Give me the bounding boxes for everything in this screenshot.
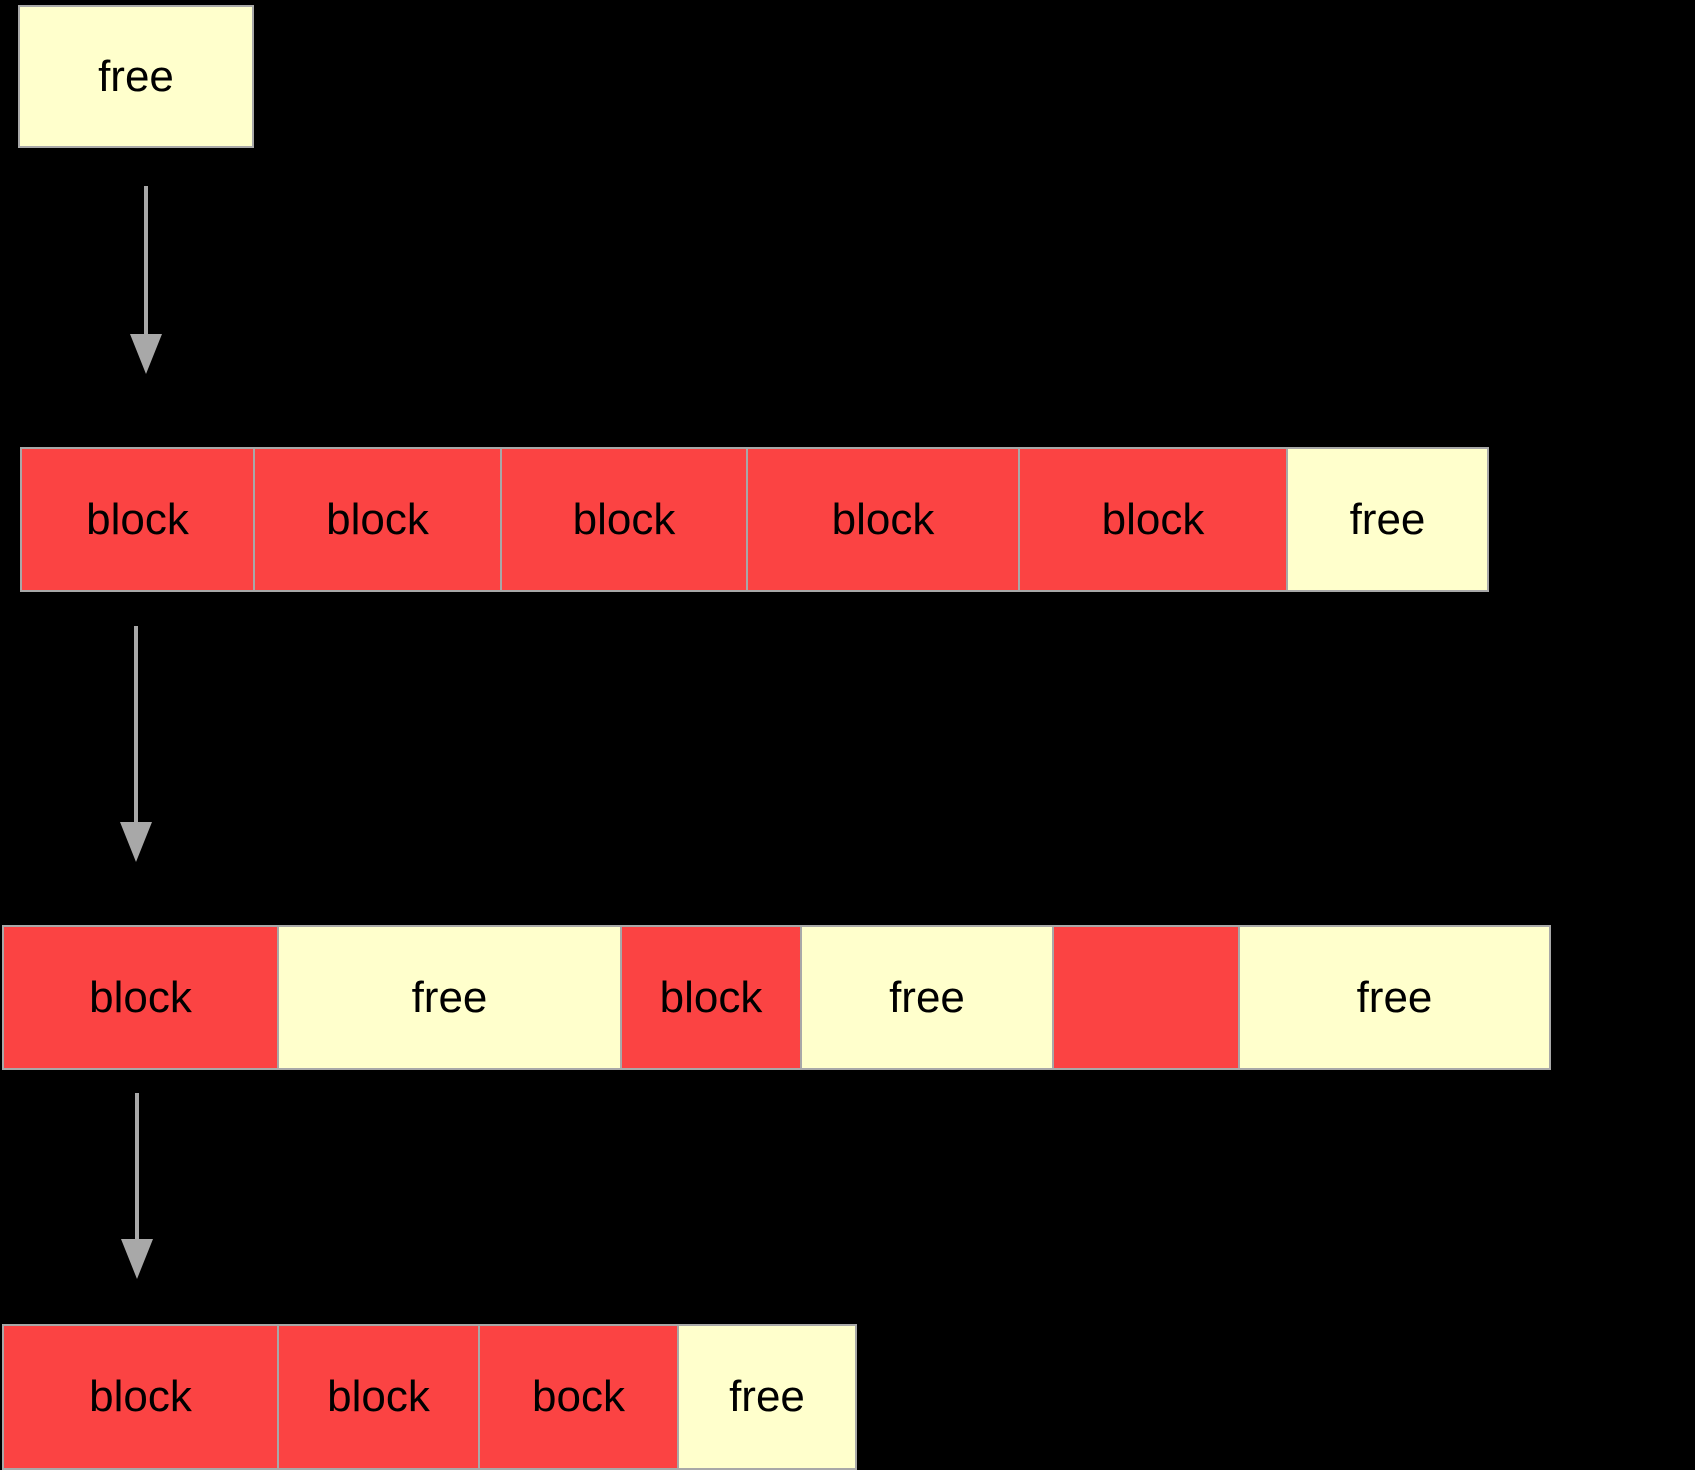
memory-cell-free[interactable]: free <box>18 5 254 148</box>
memory-cell-block[interactable]: block <box>746 447 1020 592</box>
cell-label: block <box>831 494 935 544</box>
cell-label: block <box>89 972 192 1022</box>
cell-label: bock <box>532 1372 625 1421</box>
arrow-1-line <box>144 186 148 338</box>
arrow-2-head <box>120 822 152 862</box>
arrow-1 <box>128 186 164 374</box>
cell-label: free <box>729 1372 805 1421</box>
memory-cell-block[interactable]: block <box>20 447 255 592</box>
cell-label: block <box>326 494 429 544</box>
memory-cell-block[interactable]: block <box>2 1324 279 1470</box>
arrow-2-line <box>134 626 138 826</box>
memory-cell-block[interactable]: block <box>620 925 802 1070</box>
memory-cell-block[interactable]: block <box>500 447 748 592</box>
arrow-1-head <box>130 334 162 374</box>
cell-label: free <box>1349 494 1426 544</box>
memory-cell-block[interactable]: block <box>277 1324 480 1470</box>
memory-cell-block[interactable]: block <box>253 447 502 592</box>
cell-label: block <box>327 1372 430 1421</box>
memory-row-3: block free block free free <box>2 925 1551 1070</box>
cell-label: free <box>889 972 965 1022</box>
cell-label: block <box>659 972 763 1022</box>
memory-cell-block-unlabeled[interactable] <box>1052 925 1240 1070</box>
cell-label: block <box>572 494 676 544</box>
arrow-3-head <box>121 1239 153 1279</box>
cell-label: free <box>1356 972 1433 1022</box>
memory-cell-free[interactable]: free <box>1238 925 1551 1070</box>
memory-cell-free[interactable]: free <box>677 1324 857 1470</box>
memory-cell-free[interactable]: free <box>800 925 1054 1070</box>
memory-row-2: block block block block block free <box>20 447 1489 592</box>
memory-row-4: block block bock free <box>2 1324 857 1470</box>
memory-cell-bock[interactable]: bock <box>478 1324 679 1470</box>
memory-row-1: free <box>18 5 254 148</box>
memory-cell-block[interactable]: block <box>2 925 279 1070</box>
cell-label: block <box>1101 494 1205 544</box>
arrow-2 <box>118 626 154 866</box>
memory-cell-block[interactable]: block <box>1018 447 1288 592</box>
cell-label: block <box>86 494 189 544</box>
memory-cell-free[interactable]: free <box>277 925 622 1070</box>
cell-label: free <box>411 972 488 1022</box>
arrow-3 <box>119 1093 155 1323</box>
arrow-3-line <box>135 1093 139 1243</box>
memory-cell-free[interactable]: free <box>1286 447 1489 592</box>
cell-label: block <box>89 1372 192 1421</box>
cell-label: free <box>98 51 174 101</box>
